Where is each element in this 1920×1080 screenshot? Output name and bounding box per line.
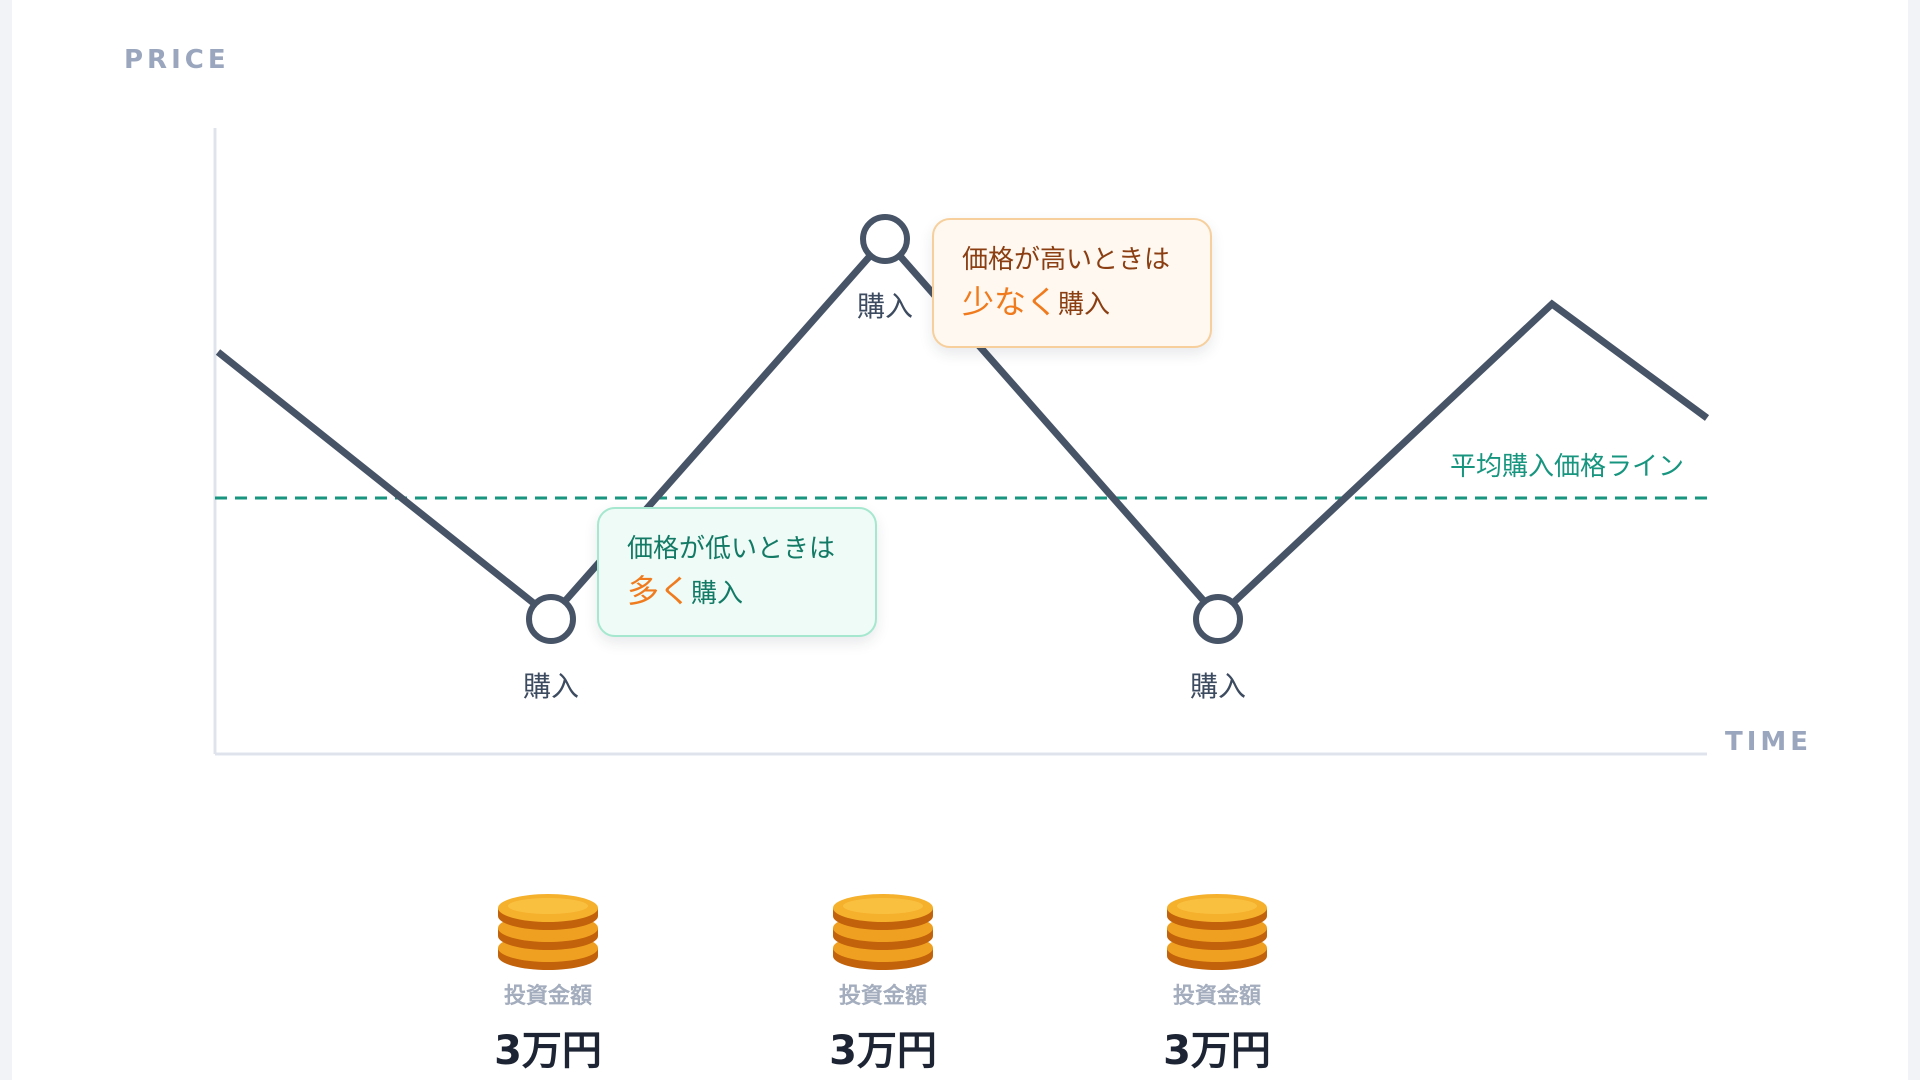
callout-high-tail: 購入 <box>1058 290 1111 320</box>
investment-amount: 3万円 <box>494 1028 602 1074</box>
investment-1: 投資金額 3万円 <box>438 892 658 1076</box>
investment-label: 投資金額 <box>503 984 592 1009</box>
average-line-label: 平均購入価格ライン <box>1450 452 1685 482</box>
coin-stack-icon <box>498 894 598 970</box>
y-axis-label: PRICE <box>124 45 230 75</box>
diagram-stage: PRICE TIME 購入 購入 購入 価格が低いときは 多く購入 価格が高いと… <box>12 0 1908 1080</box>
buy-marker-1 <box>526 594 576 644</box>
price-line <box>215 233 1710 623</box>
callout-low-emphasis: 多く <box>627 572 692 610</box>
callout-low-price: 価格が低いときは 多く購入 <box>597 507 877 637</box>
callout-high-price: 価格が高いときは 少なく購入 <box>932 218 1212 348</box>
callout-low-text: 価格が低いときは <box>627 534 836 564</box>
investment-amount: 3万円 <box>829 1028 937 1074</box>
x-axis-label: TIME <box>1725 727 1813 757</box>
buy-label-1: 購入 <box>522 670 580 703</box>
buy-marker-2 <box>860 214 910 264</box>
callout-high-emphasis: 少なく <box>962 283 1059 321</box>
price-chart <box>213 128 1710 756</box>
callout-high-text: 価格が高いときは <box>962 245 1171 275</box>
investment-amount: 3万円 <box>1163 1028 1271 1074</box>
coin-stack-icon <box>833 894 933 970</box>
investment-3: 投資金額 3万円 <box>1107 892 1327 1076</box>
buy-label-3: 購入 <box>1189 670 1247 703</box>
investment-label: 投資金額 <box>1172 984 1261 1009</box>
investment-label: 投資金額 <box>838 984 927 1009</box>
buy-label-2: 購入 <box>856 290 914 323</box>
buy-marker-3 <box>1193 594 1243 644</box>
investment-2: 投資金額 3万円 <box>773 892 993 1076</box>
coin-stack-icon <box>1167 894 1267 970</box>
callout-low-tail: 購入 <box>691 579 744 609</box>
